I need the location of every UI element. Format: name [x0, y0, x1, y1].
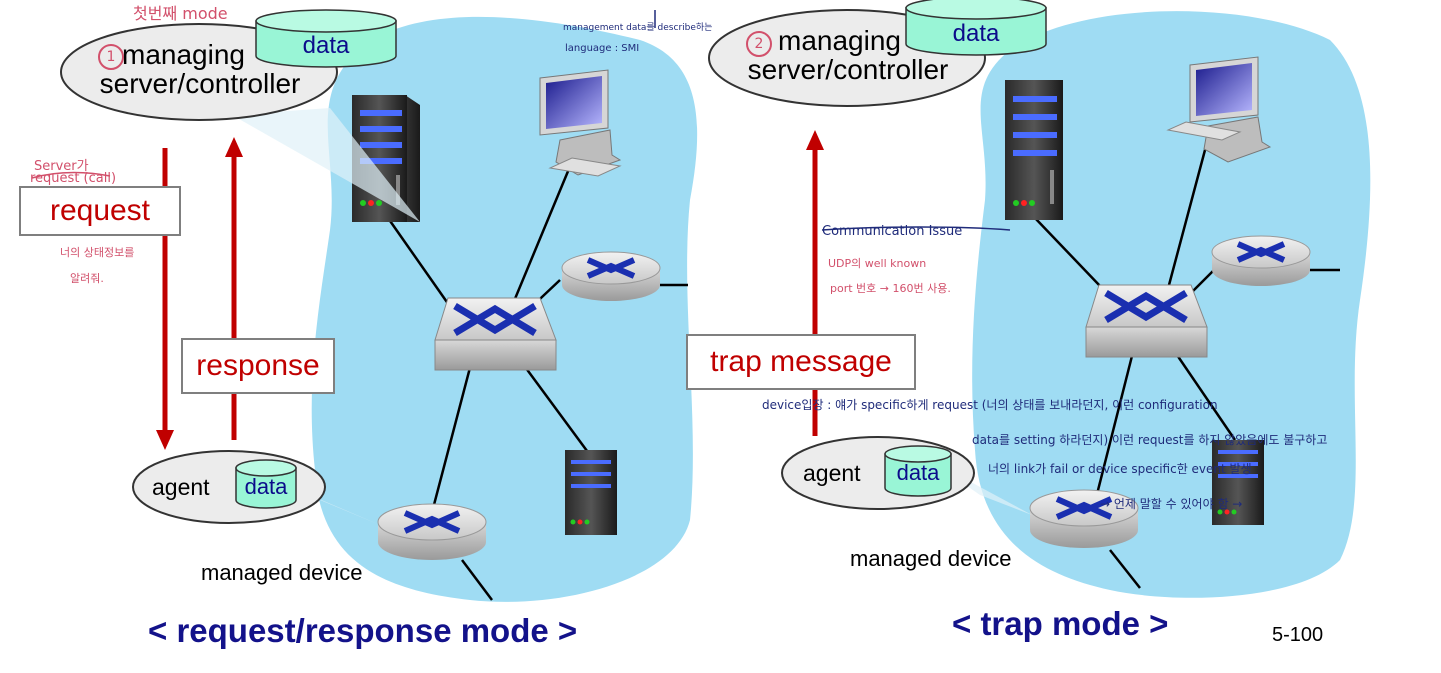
note-first-mode: 첫번째 mode — [133, 4, 228, 23]
server-tower-right — [1005, 80, 1063, 220]
note-comm-title: Communication Issue — [822, 224, 963, 239]
desktop-computer-left — [539, 69, 622, 177]
server-data-label-left: data — [302, 32, 350, 59]
switch-left — [434, 297, 557, 371]
callout-left-server — [232, 108, 420, 222]
response-label: response — [196, 349, 320, 382]
data-cylinder-agent-left — [235, 459, 297, 509]
page-number: 5-100 — [1272, 624, 1324, 646]
trap-message-label-box: trap message — [686, 334, 916, 390]
managing-label-line2-right: server/controller — [747, 54, 949, 86]
managed-device-label-left: managed device — [201, 560, 363, 585]
mode-title-right: < trap mode > — [952, 605, 1169, 642]
trap-message-label: trap message — [710, 345, 892, 378]
note-comm-line2: port 번호 → 160번 사용. — [830, 282, 951, 295]
data-cylinder-server-left — [255, 9, 397, 68]
note-mgmt-line1: management data를 describe하는 — [563, 23, 713, 33]
managed-device-label-right: managed device — [850, 546, 1012, 571]
note-state-line1: 너의 상태정보를 — [60, 246, 135, 259]
note-device-line3: 너의 link가 fail or device specific한 event … — [988, 462, 1252, 476]
agent-label-left: agent — [152, 474, 210, 500]
router-left-managed — [377, 503, 487, 560]
circled-2-icon: 2 — [746, 31, 772, 57]
note-comm-line1: UDP의 well known — [828, 257, 927, 270]
router-left-upper — [561, 251, 661, 301]
server-tower-right-lower — [1212, 440, 1264, 525]
server-data-label-right: data — [952, 20, 1000, 47]
agent-data-label-left: data — [244, 474, 288, 499]
request-label: request — [49, 194, 151, 227]
request-label-box: request — [19, 186, 181, 236]
managing-label-line1-right: managing — [778, 25, 901, 56]
managing-label-line1: managing — [122, 39, 245, 70]
agent-data-label-right: data — [896, 460, 940, 485]
agent-label-right: agent — [803, 460, 861, 486]
note-device-line2: data를 setting 하라던지) 이런 request를 하지 않았음에도… — [972, 433, 1328, 447]
note-device-line4: → 언제 말할 수 있어야 함 → — [1100, 497, 1243, 511]
note-state-line2: 알려줘. — [70, 272, 104, 285]
circled-1-icon: 1 — [98, 44, 124, 70]
data-cylinder-server-right — [905, 0, 1047, 56]
note-server-line2: request (call) — [30, 171, 117, 186]
note-mgmt-line2: language : SMI — [565, 43, 640, 54]
switch-right — [1085, 284, 1208, 358]
desktop-computer-right — [1166, 56, 1272, 163]
managing-label-line2: server/controller — [99, 68, 301, 100]
server-tower-left-lower — [565, 450, 617, 535]
data-cylinder-agent-right — [884, 445, 952, 497]
managing-server-label-left: managing server/controller — [80, 40, 320, 99]
router-right-upper — [1211, 235, 1311, 286]
note-device-line1: device입장 : 얘가 specific하게 request (너의 상태를… — [762, 398, 1218, 412]
router-right-managed — [1029, 489, 1139, 548]
mode-title-left: < request/response mode > — [148, 612, 578, 649]
note-server-line1: Server가 — [34, 159, 89, 174]
response-label-box: response — [181, 338, 335, 394]
managing-server-label-right: managing server/controller — [728, 26, 968, 85]
